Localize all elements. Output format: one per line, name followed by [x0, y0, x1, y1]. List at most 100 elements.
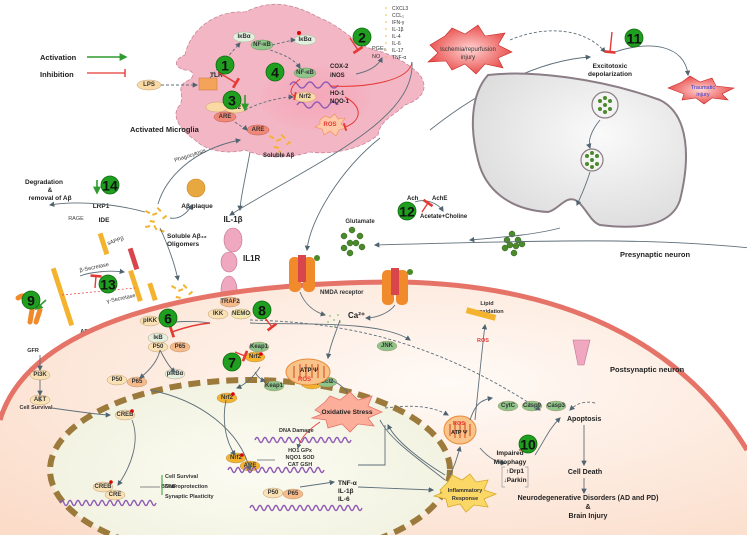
- app-protein: [50, 267, 75, 327]
- aicd-fragment: [147, 282, 158, 302]
- ikb-pill-label: IκB: [153, 335, 163, 341]
- badge-4: [265, 62, 285, 82]
- are-arrow: [234, 121, 248, 131]
- glutamate-dot: [590, 165, 594, 169]
- ide-label: IDE: [99, 217, 111, 224]
- il1b-label: IL-1β: [223, 215, 242, 224]
- neurodegenerative-amp: &: [585, 504, 590, 511]
- creb-cyto-pill: [114, 409, 136, 421]
- cytokine-label: IL-17: [392, 48, 404, 54]
- nrf2-b-pill-label: Nrf2: [221, 395, 234, 401]
- ho1-ros-inhibition: [342, 96, 359, 132]
- ab-fragment: [127, 247, 140, 271]
- oxidative-stress-burst: [310, 391, 384, 433]
- glutamate-molecule: [358, 243, 366, 251]
- p65-b-pill: [126, 376, 148, 388]
- tlr-label: TLR: [210, 72, 223, 79]
- calcium-ion: [329, 315, 331, 317]
- dna-damage-label: DNA Damage: [279, 428, 314, 434]
- ikba-pill: [232, 31, 256, 43]
- keap1-release-arrow: [254, 371, 267, 383]
- ab-fragment: [275, 138, 282, 142]
- creb-nuc-pill: [92, 481, 114, 493]
- nmda-ca-arrow-2: [364, 304, 396, 321]
- glutamate-molecule: [518, 240, 526, 248]
- il1r-label: IL1R: [243, 254, 261, 263]
- nrf2-nuclear-arrow: [223, 399, 236, 456]
- ab-fragment: [269, 135, 275, 140]
- nfkb-translocation-arrow: [269, 49, 301, 69]
- glutamate-dot: [608, 99, 612, 103]
- lps-label: LPS: [143, 82, 155, 88]
- phospho-dot-icon: [109, 480, 113, 484]
- phospho-dot-icon: [297, 31, 301, 35]
- glutamate-release-arrow-2: [373, 240, 747, 249]
- glutamate-molecule: [340, 244, 348, 252]
- glutamate-molecule: [348, 226, 356, 234]
- glutamate-molecule: [352, 239, 360, 247]
- gamma-secretase-label: γ-Secretase: [106, 293, 136, 305]
- cytokine-dot-icon: [385, 28, 387, 30]
- traumatic-arrow: [614, 45, 691, 77]
- badge-6: [158, 308, 178, 328]
- glutamate-cluster-right: [501, 230, 526, 257]
- ikb-p50-arrow: [139, 349, 161, 379]
- nmda-label: NMDA receptor: [320, 290, 364, 296]
- keap1-a-pill-label: Keap1: [250, 344, 269, 350]
- ikba-label: IκBα: [237, 34, 250, 40]
- p65-c-pill: [282, 488, 304, 500]
- soluble-oligomers-label-2: Oligomers: [167, 241, 200, 248]
- badge7-inhibition: [234, 350, 249, 362]
- bdnf-effect-2: Neuroprotection: [165, 484, 208, 490]
- degradation-amp: &: [48, 187, 53, 194]
- ab-fragment: [187, 290, 194, 296]
- phospho-dot-icon: [259, 352, 263, 356]
- cytokine-to-il1b-arrow: [229, 61, 413, 216]
- cytokine-dot-icon: [385, 35, 387, 37]
- badge2-inhibition: [349, 37, 364, 55]
- cytokine-dot-icon: [385, 14, 387, 16]
- glutamate-dot: [603, 110, 607, 114]
- lipid-label: Lipid: [480, 301, 493, 307]
- nfkb-cytokine-arrow: [299, 479, 336, 488]
- badge-10-label: 10: [520, 437, 536, 453]
- cytokine-dot-icon: [385, 56, 387, 58]
- glutamate-molecule: [356, 232, 364, 240]
- p50-p65-nuclear-arrow: [149, 389, 252, 472]
- phagocytosis-arrow: [157, 138, 242, 205]
- antioxidant-label-2: NQO1 SOD: [285, 455, 314, 461]
- excitotoxic-label-2: depolarization: [588, 71, 632, 78]
- dna-strands: [59, 436, 363, 512]
- badge-7: [222, 352, 242, 372]
- degradation-label: Degradation: [25, 179, 63, 186]
- ab-fragment: [171, 285, 177, 290]
- badge-8-label: 8: [258, 303, 266, 319]
- cre-pill: [104, 489, 126, 501]
- mito2-ros-label: ROS: [453, 421, 465, 427]
- casp3-pill: [545, 400, 567, 412]
- glutamate-dot: [598, 99, 602, 103]
- are-dna: [227, 466, 325, 474]
- are-label-b: ARE: [252, 127, 265, 133]
- glutamate-molecule: [512, 242, 520, 250]
- antioxidant-label-3: CAT GSH: [288, 462, 312, 468]
- microglia-dna-2: [296, 101, 338, 109]
- oxidative-stress-label: Oxidative Stress: [322, 409, 373, 416]
- p50-b-pill-label: P50: [112, 377, 123, 383]
- keap1-a-pill: [248, 341, 270, 353]
- cytokine-label: IL-4: [392, 34, 401, 40]
- p50-a-pill-label: P50: [153, 344, 164, 350]
- acetate-choline-label: Acetate+Choline: [420, 214, 468, 220]
- nfkb-nucleus-pill: [293, 67, 317, 79]
- soluble-oligomers-label-1: Soluble Aβ₄₂: [167, 233, 207, 240]
- ros-burst: [314, 113, 347, 137]
- ab-fragment: [182, 284, 188, 289]
- gfr-label: GFR: [27, 348, 39, 354]
- glutamate-dot: [598, 107, 602, 111]
- inflammatory-oxstress-arrow: [387, 424, 446, 476]
- ab-oligomers-cluster: [145, 206, 168, 233]
- badge-10: [518, 434, 538, 454]
- nrf2-translocation-arrow: [244, 94, 295, 111]
- traumatic-label-1: Traumatic: [691, 85, 715, 91]
